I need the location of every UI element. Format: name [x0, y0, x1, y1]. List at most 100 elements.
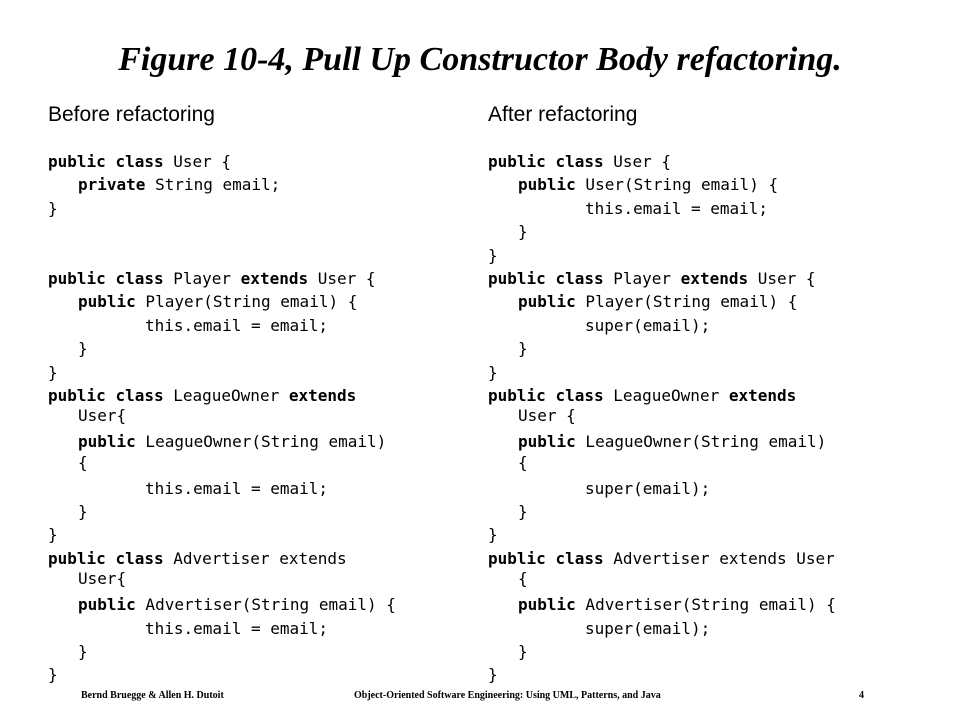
code-text: User {: [308, 268, 376, 288]
code-text: }: [48, 362, 58, 382]
code-text: Advertiser(String email) {: [135, 595, 396, 615]
code-line: super(email);: [488, 314, 908, 337]
code-line: User{: [48, 570, 468, 587]
code-text: User {: [163, 152, 232, 171]
footer-book-title: Object-Oriented Software Engineering: Us…: [354, 690, 661, 701]
code-text: LeagueOwner(String email): [135, 432, 387, 452]
code-keyword: public: [488, 268, 546, 288]
code-line: this.email = email;: [48, 314, 468, 337]
after-heading: After refactoring: [488, 103, 638, 126]
footer-page-number: 4: [859, 690, 864, 701]
code-text: }: [518, 502, 528, 522]
code-text: Player(String email) {: [575, 292, 798, 312]
before-code-block: public class User {private String email;…: [48, 150, 468, 687]
code-line: }: [488, 361, 908, 384]
code-line: }: [48, 337, 468, 360]
code-text: [106, 386, 116, 405]
code-text: Advertiser(String email) {: [575, 595, 836, 615]
code-text: LeagueOwner: [603, 385, 729, 405]
code-line: public User(String email) {: [488, 173, 908, 196]
code-text: Player: [603, 268, 681, 288]
code-text: User{: [78, 406, 127, 426]
code-text: super(email);: [585, 478, 711, 498]
code-line: super(email);: [488, 617, 908, 640]
code-text: }: [48, 198, 58, 218]
code-text: }: [48, 665, 58, 685]
code-text: }: [48, 525, 58, 545]
code-text: this.email = email;: [585, 198, 769, 218]
code-text: this.email = email;: [145, 618, 329, 638]
code-line: }: [488, 523, 908, 546]
code-keyword: public: [48, 268, 106, 288]
code-line: private String email;: [48, 173, 468, 196]
code-line: public class LeagueOwner extends: [488, 384, 908, 407]
code-text: LeagueOwner(String email): [575, 432, 827, 452]
code-text: }: [518, 222, 528, 242]
code-keyword: extends: [680, 268, 749, 288]
code-line: User {: [488, 407, 908, 424]
code-text: {: [518, 452, 528, 472]
code-text: Advertiser extends User: [603, 548, 835, 568]
code-line: User{: [48, 407, 468, 424]
code-keyword: public: [518, 292, 576, 312]
code-keyword: public: [518, 595, 576, 615]
code-line: }: [48, 663, 468, 686]
code-keyword: public: [488, 152, 546, 171]
code-line: public class Player extends User {: [48, 267, 468, 290]
code-line: public LeagueOwner(String email): [488, 430, 908, 453]
code-line: this.email = email;: [48, 477, 468, 500]
code-keyword: class: [115, 548, 164, 568]
code-keyword: public: [48, 152, 106, 171]
code-text: Player: [163, 268, 241, 288]
after-code-block: public class User { public User(String em…: [488, 150, 908, 687]
code-keyword: public: [78, 595, 136, 615]
code-line: }: [488, 337, 908, 360]
code-line: }: [48, 361, 468, 384]
code-text: User {: [603, 152, 672, 171]
code-line: public Advertiser(String email) {: [48, 593, 468, 616]
code-line: public class Player extends User {: [488, 267, 908, 290]
code-keyword: extends: [288, 385, 357, 405]
code-keyword: public: [518, 432, 576, 452]
code-text: [106, 269, 116, 288]
code-text: }: [518, 642, 528, 662]
code-line: }: [48, 640, 468, 663]
code-keyword: class: [555, 548, 604, 568]
code-text: }: [78, 339, 88, 359]
code-text: {: [78, 452, 88, 472]
code-line: public LeagueOwner(String email): [48, 430, 468, 453]
code-line: {: [488, 454, 908, 471]
code-keyword: class: [555, 268, 604, 288]
code-keyword: public: [78, 432, 136, 452]
code-keyword: public: [78, 292, 136, 312]
code-text: this.email = email;: [145, 478, 329, 498]
code-text: User {: [748, 268, 816, 288]
code-text: }: [488, 665, 498, 685]
code-text: }: [78, 642, 88, 662]
code-line: public class User {: [48, 150, 468, 173]
code-line: super(email);: [488, 477, 908, 500]
code-line: public class Advertiser extends: [48, 547, 468, 570]
code-line: public Player(String email) {: [488, 290, 908, 313]
code-keyword: public: [48, 548, 106, 568]
code-text: LeagueOwner: [163, 385, 289, 405]
code-line: }: [488, 244, 908, 267]
code-text: [106, 549, 116, 568]
code-text: }: [488, 525, 498, 545]
code-text: String email;: [145, 175, 281, 195]
code-line: [48, 220, 468, 243]
code-text: this.email = email;: [145, 315, 329, 335]
code-keyword: extends: [728, 385, 797, 405]
code-text: [546, 386, 556, 405]
code-line: public Advertiser(String email) {: [488, 593, 908, 616]
code-line: }: [488, 663, 908, 686]
code-line: this.email = email;: [488, 197, 908, 220]
code-text: }: [518, 339, 528, 359]
code-line: }: [488, 220, 908, 243]
code-keyword: class: [555, 152, 604, 171]
code-text: [106, 152, 116, 171]
code-line: public Player(String email) {: [48, 290, 468, 313]
code-line: }: [48, 523, 468, 546]
code-text: User(String email) {: [575, 175, 779, 195]
code-keyword: class: [115, 152, 164, 171]
